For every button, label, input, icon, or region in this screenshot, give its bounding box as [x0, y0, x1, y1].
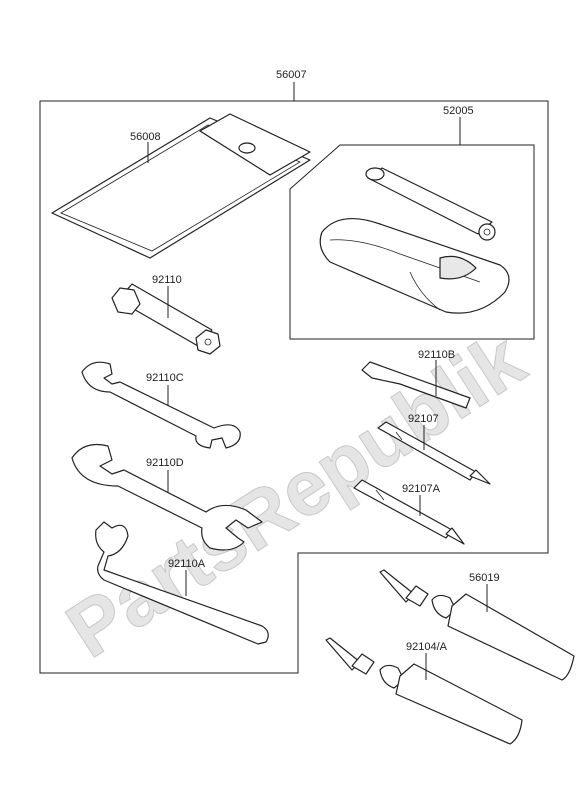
label-52005[interactable]: 52005 [443, 105, 474, 117]
label-56007[interactable]: 56007 [276, 69, 307, 81]
grease-tube-92104a-drawing [325, 637, 523, 745]
label-92107A[interactable]: 92107A [402, 483, 441, 495]
tool-bag-frame [289, 144, 535, 340]
kit-frame-outline [39, 100, 549, 674]
wrench-92110a-drawing [95, 521, 269, 645]
label-92110A[interactable]: 92110A [168, 558, 206, 570]
grease-tube-56019-drawing [379, 569, 575, 681]
spark-plug-wrench-drawing [111, 283, 221, 355]
label-92110B[interactable]: 92110B [418, 349, 455, 361]
label-56019[interactable]: 56019 [469, 572, 500, 584]
pouch-drawing [51, 113, 311, 259]
tool-bag-drawing [319, 167, 510, 314]
wrench-92110c-drawing [81, 361, 241, 449]
label-92110[interactable]: 92110 [152, 274, 182, 286]
label-92107[interactable]: 92107 [408, 413, 439, 425]
screwdriver-92107a-drawing [353, 479, 465, 545]
label-92110C[interactable]: 92110C [146, 372, 184, 384]
hex-wrench-drawing [361, 361, 471, 409]
screwdriver-92107-drawing [377, 421, 491, 485]
wrench-92110d-drawing [71, 443, 263, 551]
label-92104A[interactable]: 92104/A [406, 641, 448, 653]
label-92110D[interactable]: 92110D [146, 457, 184, 469]
label-56008[interactable]: 56008 [130, 131, 161, 143]
